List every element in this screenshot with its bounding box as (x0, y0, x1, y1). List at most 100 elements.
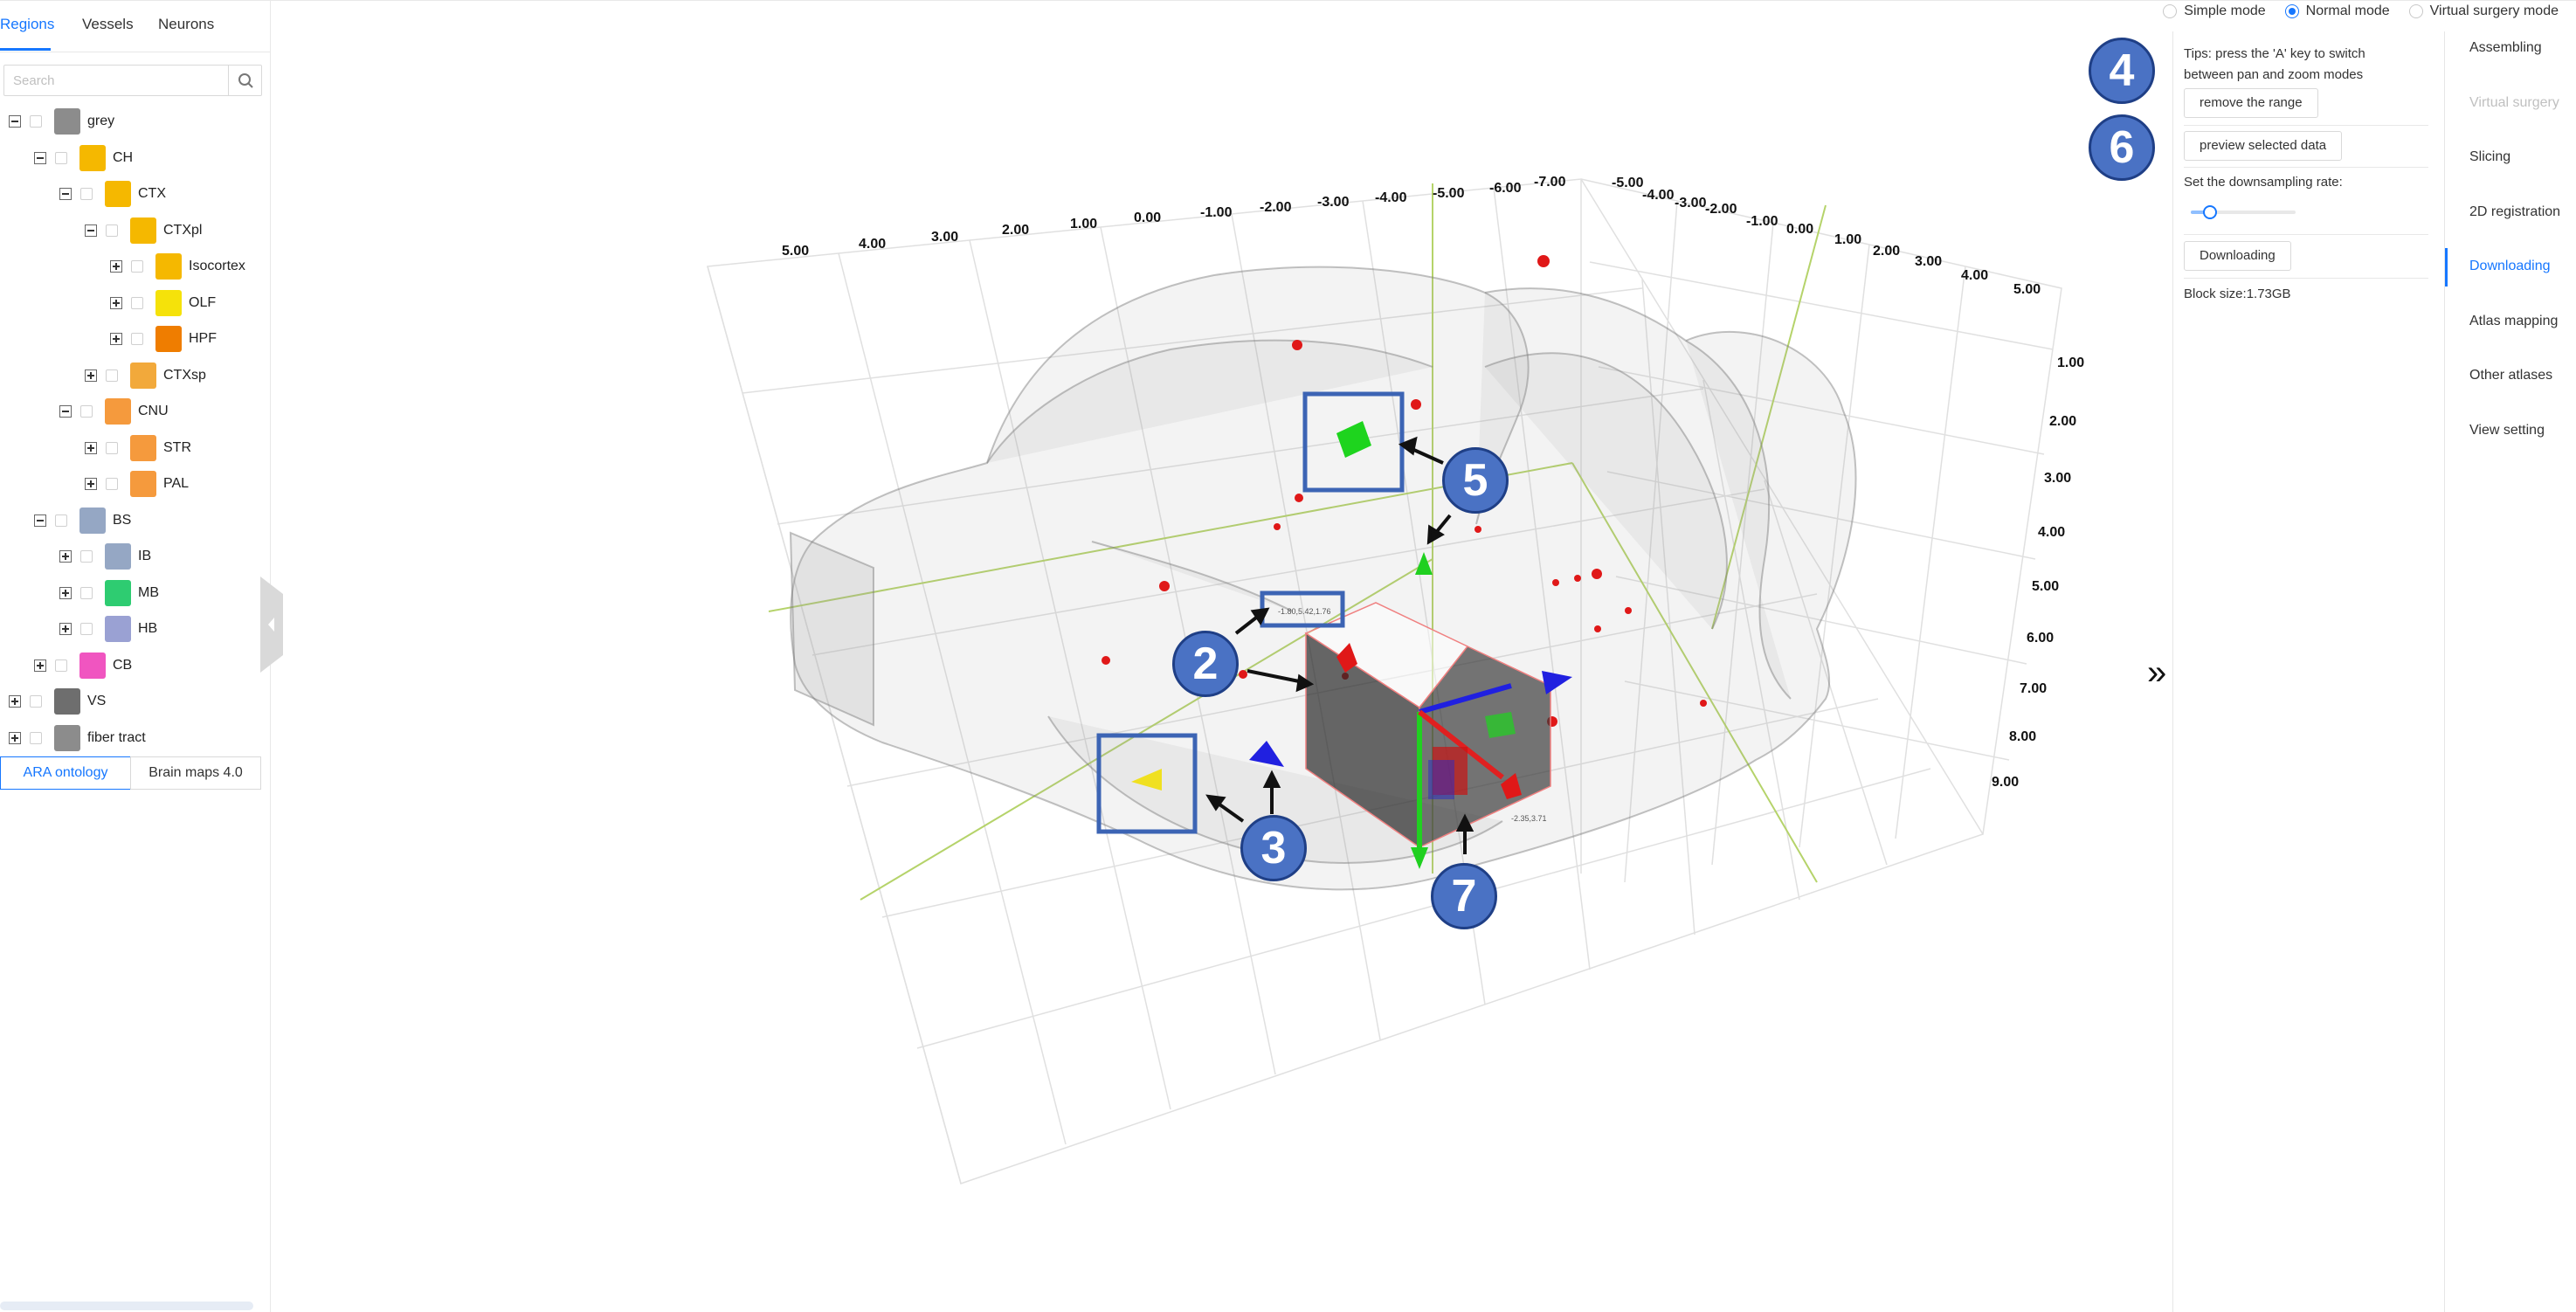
collapse-sidebar-handle[interactable] (260, 577, 283, 673)
expand-icon[interactable] (85, 478, 97, 490)
tree-checkbox[interactable] (106, 478, 118, 490)
radio-label: Normal mode (2305, 3, 2390, 18)
menu-item-slicing[interactable]: Slicing (2469, 149, 2511, 164)
menu-item-atlas-mapping[interactable]: Atlas mapping (2469, 313, 2559, 328)
region-color-swatch (105, 579, 131, 606)
tree-checkbox[interactable] (30, 115, 42, 128)
tree-node-vs[interactable]: VS (9, 688, 106, 715)
expand-icon[interactable] (110, 260, 122, 273)
expand-panel-button[interactable]: » (2147, 653, 2167, 692)
brain-mesh (789, 266, 1857, 891)
collapse-icon[interactable] (59, 405, 72, 418)
tree-node-hb[interactable]: HB (59, 616, 157, 642)
expand-icon[interactable] (34, 659, 46, 672)
tree-node-cnu[interactable]: CNU (59, 398, 169, 425)
tree-node-str[interactable]: STR (85, 434, 191, 461)
search-button[interactable] (228, 66, 261, 95)
collapse-icon[interactable] (34, 514, 46, 527)
menu-item-assembling[interactable]: Assembling (2469, 40, 2542, 55)
tree-checkbox[interactable] (106, 224, 118, 237)
tree-checkbox[interactable] (30, 731, 42, 744)
expand-icon[interactable] (59, 623, 72, 635)
menu-item-downloading[interactable]: Downloading (2469, 259, 2551, 273)
tree-node-hpf[interactable]: HPF (110, 326, 217, 352)
tree-node-isocortex[interactable]: Isocortex (110, 253, 245, 280)
region-color-swatch (155, 289, 182, 316)
radio-virtual-surgery-mode[interactable]: Virtual surgery mode (2408, 3, 2559, 19)
downsampling-slider[interactable] (2191, 205, 2296, 219)
tree-node-cb[interactable]: CB (34, 652, 132, 679)
tree-checkbox[interactable] (131, 260, 143, 273)
tree-node-ib[interactable]: IB (59, 543, 151, 570)
axis-tick-label: -5.00 (1612, 176, 1644, 190)
annotation-badge: 7 (1431, 863, 1497, 929)
menu-item-2d-registration[interactable]: 2D registration (2469, 204, 2561, 219)
tree-checkbox[interactable] (80, 188, 93, 200)
menu-item-view-setting[interactable]: View setting (2469, 422, 2545, 438)
horizontal-scrollbar[interactable] (0, 1302, 253, 1310)
tab-vessels[interactable]: Vessels (82, 16, 134, 32)
radio-normal-mode[interactable]: Normal mode (2284, 3, 2390, 19)
preview-selected-data-button[interactable]: preview selected data (2184, 131, 2343, 161)
tree-node-bs[interactable]: BS (34, 507, 131, 534)
tree-node-mb[interactable]: MB (59, 579, 159, 606)
annotation-boxes (1096, 391, 1405, 834)
tree-node-label: Isocortex (189, 259, 245, 273)
tree-checkbox[interactable] (106, 369, 118, 382)
radio-simple-mode[interactable]: Simple mode (2163, 3, 2266, 19)
collapse-icon[interactable] (85, 224, 97, 237)
expand-icon[interactable] (85, 441, 97, 454)
remove-range-button[interactable]: remove the range (2184, 88, 2318, 118)
region-color-swatch (54, 108, 80, 135)
tree-node-ch[interactable]: CH (34, 144, 133, 171)
slider-handle[interactable] (2203, 205, 2217, 219)
menu-item-other-atlases[interactable]: Other atlases (2469, 368, 2553, 383)
tree-checkbox[interactable] (55, 659, 67, 672)
axis-tick-label: 4.00 (1961, 268, 1988, 283)
tree-node-ctxpl[interactable]: CTXpl (85, 217, 202, 244)
tree-checkbox[interactable] (131, 296, 143, 309)
expand-icon[interactable] (110, 296, 122, 309)
search-input[interactable] (4, 66, 228, 95)
axis-tick-label: 8.00 (2009, 729, 2036, 744)
tree-node-grey[interactable]: grey (9, 108, 114, 135)
tree-checkbox[interactable] (55, 514, 67, 527)
tree-checkbox[interactable] (30, 695, 42, 708)
divider (2184, 234, 2428, 235)
coordinate-label: -1.80,5.42,1.76 (1278, 607, 1331, 616)
region-color-swatch (155, 253, 182, 280)
tree-checkbox[interactable] (106, 441, 118, 454)
expand-icon[interactable] (9, 731, 21, 744)
tab-brain-maps[interactable]: Brain maps 4.0 (130, 756, 261, 790)
ontology-tabs: ARA ontology Brain maps 4.0 (0, 756, 261, 790)
tab-ara-ontology[interactable]: ARA ontology (0, 756, 131, 790)
axis-tick-label: -7.00 (1534, 175, 1566, 190)
tree-checkbox[interactable] (80, 405, 93, 418)
expand-icon[interactable] (59, 586, 72, 599)
tree-node-ctxsp[interactable]: CTXsp (85, 362, 206, 389)
tree-node-ctx[interactable]: CTX (59, 181, 166, 207)
axis-tick-label: 5.00 (782, 244, 809, 259)
tree-node-fiber-tract[interactable]: fiber tract (9, 724, 146, 751)
tab-regions[interactable]: Regions (0, 16, 55, 32)
tree-checkbox[interactable] (131, 333, 143, 345)
tree-node-pal[interactable]: PAL (85, 471, 189, 497)
downloading-button[interactable]: Downloading (2184, 241, 2291, 271)
expand-icon[interactable] (110, 333, 122, 345)
expand-icon[interactable] (85, 369, 97, 382)
panel-tabs: Regions Vessels Neurons (0, 0, 271, 52)
tree-checkbox[interactable] (80, 550, 93, 563)
tab-neurons[interactable]: Neurons (158, 16, 215, 32)
tree-checkbox[interactable] (55, 151, 67, 164)
annotation-badge: 3 (1240, 815, 1307, 881)
collapse-icon[interactable] (34, 151, 46, 164)
tree-checkbox[interactable] (80, 623, 93, 635)
expand-icon[interactable] (59, 550, 72, 563)
collapse-icon[interactable] (9, 115, 21, 128)
tree-checkbox[interactable] (80, 586, 93, 599)
tree-node-olf[interactable]: OLF (110, 289, 216, 316)
collapse-icon[interactable] (59, 188, 72, 200)
expand-icon[interactable] (9, 695, 21, 708)
